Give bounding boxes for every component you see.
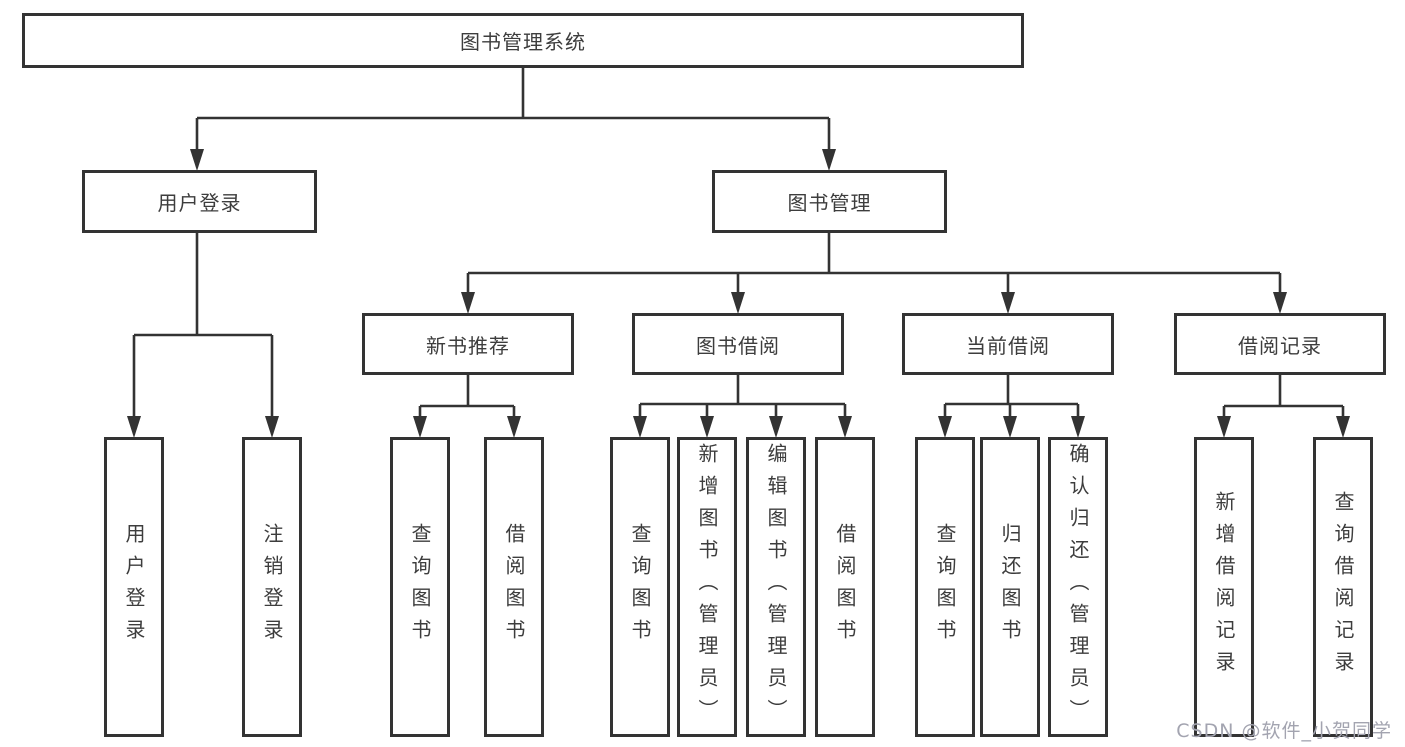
leaf-logout: 注销登录	[242, 437, 302, 737]
leaf-borrow-borrow-books: 借阅图书	[815, 437, 875, 737]
node-new-book-recommend: 新书推荐	[362, 313, 574, 375]
leaf-current-return-books: 归还图书	[980, 437, 1040, 737]
watermark: CSDN @软件_小贺同学	[1176, 720, 1392, 742]
leaf-records-add: 新增借阅记录	[1194, 437, 1254, 737]
connector-root-split	[190, 68, 836, 171]
leaf-current-query-books: 查询图书	[915, 437, 975, 737]
connector-current-borrow-group	[938, 375, 1085, 438]
node-borrow-records: 借阅记录	[1174, 313, 1386, 375]
node-root: 图书管理系统	[22, 13, 1024, 68]
leaf-borrow-edit-books: 编辑图书（管理员）	[746, 437, 806, 737]
node-book-borrow: 图书借阅	[632, 313, 844, 375]
node-user-login: 用户登录	[82, 170, 317, 233]
connector-new-book-recommend-group	[413, 375, 521, 438]
leaf-borrow-add-books: 新增图书（管理员）	[677, 437, 737, 737]
connector-book-management-group	[461, 233, 1287, 314]
connector-book-borrow-group	[633, 375, 852, 438]
leaf-records-query: 查询借阅记录	[1313, 437, 1373, 737]
connector-borrow-records-group	[1217, 375, 1350, 438]
node-current-borrow: 当前借阅	[902, 313, 1114, 375]
node-book-management: 图书管理	[712, 170, 947, 233]
leaf-newbook-query-books: 查询图书	[390, 437, 450, 737]
leaf-user-login: 用户登录	[104, 437, 164, 737]
leaf-current-confirm-return: 确认归还（管理员）	[1048, 437, 1108, 737]
leaf-newbook-borrow-books: 借阅图书	[484, 437, 544, 737]
connector-user-login-group	[127, 233, 279, 438]
leaf-borrow-query-books: 查询图书	[610, 437, 670, 737]
